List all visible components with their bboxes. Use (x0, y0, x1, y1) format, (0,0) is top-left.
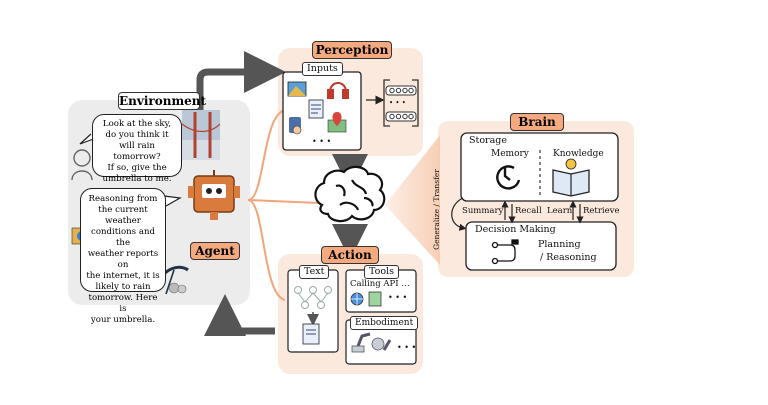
perception-title: Perception (312, 41, 392, 59)
user-bubble-line: do you think it (105, 130, 169, 140)
agent-robot-icon (188, 170, 240, 220)
text-network-icon (294, 286, 332, 309)
embodiment-ellipsis: • • • (397, 343, 417, 352)
agent-bubble-tail (163, 195, 182, 207)
location-icon (327, 112, 347, 133)
tools-label: Tools (364, 265, 399, 279)
agent-speech-bubble: Reasoning from the current weather condi… (80, 188, 166, 325)
user-bubble-line: umbrella to me. (102, 174, 172, 184)
calling-api-label: Calling API … (350, 279, 410, 289)
retrieve-label: Retrieve (583, 206, 620, 216)
agent-bubble-line: the internet, it is (86, 271, 160, 281)
reasoning-label: / Reasoning (540, 252, 597, 263)
user-bubble-line: If so, give the (107, 163, 167, 173)
memory-label: Memory (491, 149, 529, 159)
agent-brain-link (247, 199, 321, 204)
touch-icon (289, 117, 302, 135)
agent-bubble-line: conditions and the (91, 227, 155, 248)
planning-icon (491, 239, 519, 265)
user-speech-bubble: Look at the sky, do you think it will ra… (92, 114, 182, 184)
memory-icon (496, 165, 521, 190)
headphones-icon (327, 82, 349, 99)
robot-arm-icon (351, 332, 392, 353)
learn-label: Learn (547, 206, 573, 216)
bridge-image (181, 110, 221, 160)
decision-box (465, 221, 617, 271)
brain-beam (385, 135, 440, 265)
env-to-perception-arrow (196, 51, 286, 110)
environment-title: Environment (118, 92, 207, 110)
agent-bubble-line: your umbrella. (90, 315, 156, 325)
agent-bubble-line: weather reports on (87, 249, 159, 270)
text-label: Text (299, 265, 330, 279)
inputs-ellipsis: • • • (312, 137, 332, 146)
recall-label: Recall (515, 206, 542, 216)
document-icon (308, 99, 324, 119)
agent-bubble-line: likely to rain (95, 282, 151, 292)
central-brain-icon (314, 165, 386, 223)
brain-title: Brain (510, 113, 564, 131)
token-row-1 (385, 85, 417, 96)
globe-icon (350, 292, 364, 306)
picture-icon (287, 81, 307, 97)
agent-bubble-line: tomorrow. Here is (88, 293, 158, 314)
agent-action-link (247, 199, 286, 301)
user-bubble-line: Look at the sky, (102, 119, 172, 129)
embodiment-label: Embodiment (350, 316, 419, 330)
generalize-label: Generalize / Transfer (431, 169, 441, 250)
agent-bubble-line: the current weather (98, 205, 148, 226)
text-document-icon (302, 323, 320, 345)
planning-label: Planning (538, 239, 581, 250)
token-row-2 (385, 111, 417, 122)
summary-label: Summary (462, 206, 504, 216)
panel-ellipsis: • • • (389, 99, 406, 107)
calculator-icon (368, 291, 382, 307)
storage-label: Storage (469, 135, 507, 146)
inputs-label: Inputs (302, 62, 343, 76)
knowledge-label: Knowledge (553, 149, 604, 159)
agent-bubble-line: Reasoning from (88, 194, 158, 204)
person-icon (71, 149, 93, 181)
knowledge-icon (552, 158, 590, 197)
action-to-env-arrow (204, 294, 275, 336)
agent-perception-link (247, 109, 286, 201)
encoding-panel (383, 79, 419, 127)
user-bubble-line: will rain tomorrow? (113, 141, 161, 162)
tools-ellipsis: • • • (388, 293, 408, 302)
action-title: Action (321, 246, 379, 264)
decision-making-label: Decision Making (475, 224, 556, 235)
agent-label: Agent (190, 242, 240, 260)
generalize-arrow (451, 197, 467, 231)
